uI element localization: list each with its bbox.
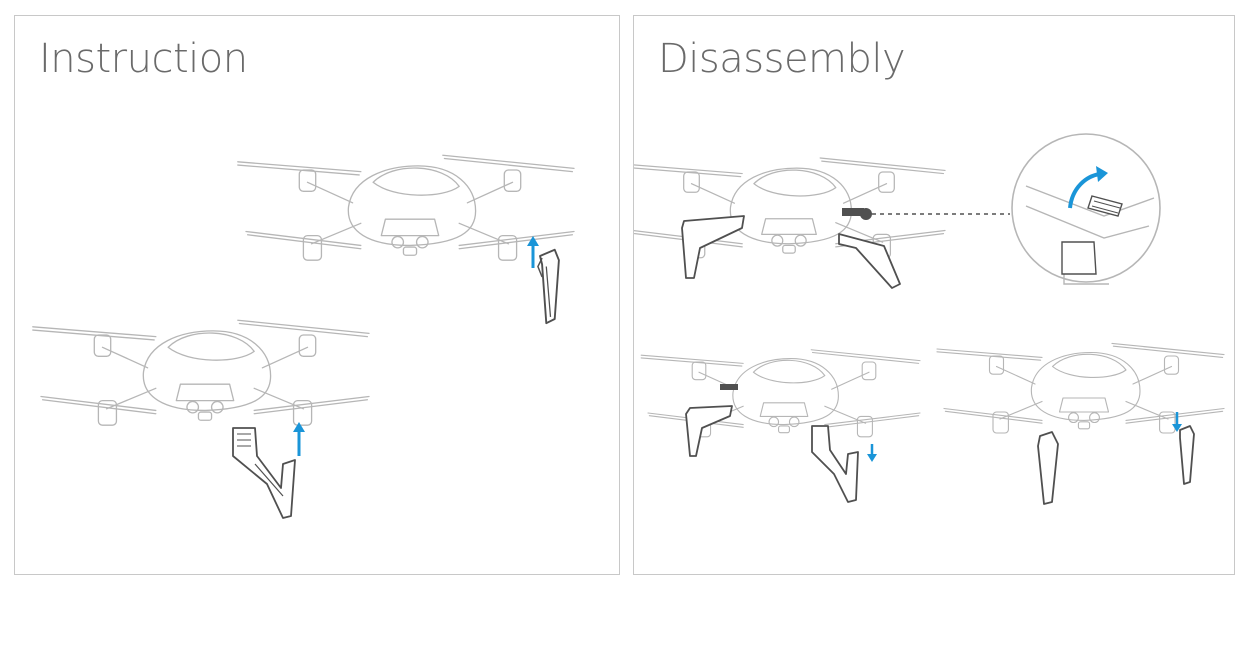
arrow-down-icon xyxy=(867,444,877,462)
disassembly-panel: Disassembly xyxy=(633,15,1235,575)
landing-leg xyxy=(685,384,859,503)
arrow-up-icon xyxy=(293,422,305,456)
disassembly-illustration xyxy=(634,133,1225,505)
instruction-panel: Instruction xyxy=(14,15,620,575)
landing-leg xyxy=(232,427,296,519)
arrow-down-icon xyxy=(1172,412,1182,432)
drone-illustration xyxy=(32,319,370,426)
landing-leg xyxy=(681,215,901,289)
instruction-illustration xyxy=(32,154,575,519)
drone-illustration xyxy=(237,154,575,261)
detail-magnifier xyxy=(1011,133,1161,285)
landing-leg xyxy=(536,248,560,325)
drone-illustration xyxy=(634,157,946,259)
panel-title: Instruction xyxy=(39,36,248,82)
curved-arrow-icon xyxy=(1068,172,1101,209)
arrow-up-icon xyxy=(527,236,539,268)
landing-leg xyxy=(1037,425,1195,505)
panel-title: Disassembly xyxy=(658,36,906,82)
release-button-callout xyxy=(842,208,1010,220)
drone-illustration xyxy=(936,342,1225,434)
drone-illustration xyxy=(640,349,921,438)
